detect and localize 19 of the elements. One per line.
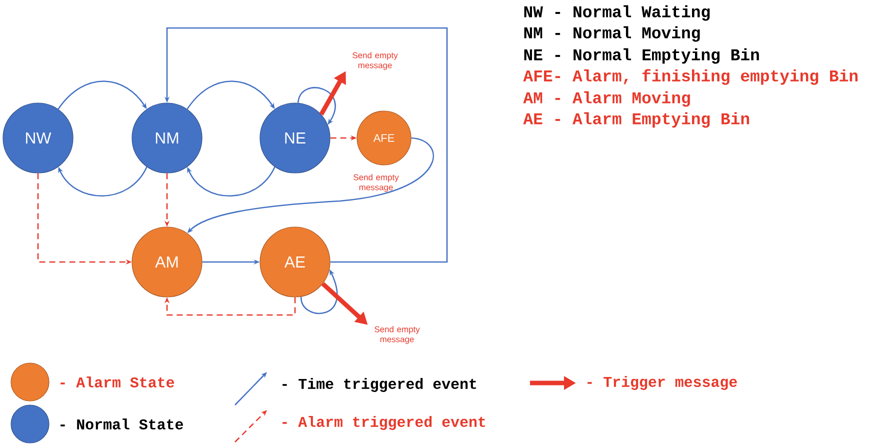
arrow	[186, 80, 275, 110]
legend-text: - Trigger message	[588, 376, 737, 390]
message-text: Send empty message	[352, 52, 398, 70]
abbreviation-text: NW - Normal Waiting	[524, 5, 710, 21]
abbreviation-text: NM - Normal Moving	[524, 26, 700, 42]
abbreviation-text: AE - Alarm Emptying Bin	[523, 112, 750, 128]
abbreviation-text: NE - Normal Emptying Bin	[524, 48, 759, 64]
arrow	[164, 297, 296, 316]
arrow	[58, 80, 147, 110]
arrow	[187, 166, 276, 197]
legend-text: - Normal State	[60, 418, 183, 430]
abbreviation-text: AFE- Alarm, finishing emptying Bin	[523, 69, 858, 85]
legend-text: - Alarm triggered event	[282, 416, 485, 430]
arrow	[58, 166, 148, 196]
message-text: Send empty message	[354, 174, 399, 192]
legend-text: - Time triggered event	[282, 378, 476, 392]
legend-text: - Alarm State	[60, 376, 174, 388]
message-text: Send empty message	[374, 326, 420, 344]
abbreviation-text: AM - Alarm Moving	[523, 91, 690, 107]
